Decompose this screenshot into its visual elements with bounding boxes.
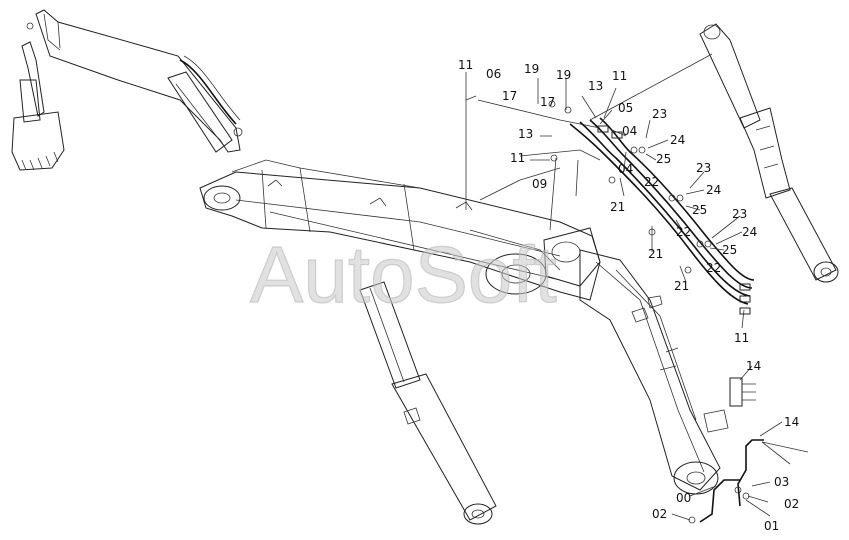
callout-11-top: 11 <box>458 58 473 72</box>
callout-25-b: 25 <box>692 203 707 217</box>
callout-02-b: 02 <box>784 497 799 511</box>
boom-assembly <box>199 159 729 495</box>
callout-25-a: 25 <box>656 152 671 166</box>
arm-cylinder-right <box>699 23 839 283</box>
callout-03: 03 <box>774 475 789 489</box>
callout-24-c: 24 <box>742 225 757 239</box>
callout-17-b: 17 <box>540 95 555 109</box>
callout-13-mid: 13 <box>518 127 533 141</box>
callout-labels: 11 06 19 19 13 11 17 17 05 23 13 04 24 1… <box>458 58 799 533</box>
callout-00: 00 <box>676 491 691 505</box>
callout-19-b: 19 <box>556 68 571 82</box>
callout-23-a: 23 <box>652 107 667 121</box>
leader-lines <box>465 72 783 521</box>
excavator-overview <box>11 9 243 171</box>
callout-23-c: 23 <box>732 207 747 221</box>
callout-13-top: 13 <box>588 79 603 93</box>
callout-21-a: 21 <box>610 200 625 214</box>
callout-25-c: 25 <box>722 243 737 257</box>
hose-routing <box>465 53 755 315</box>
boom-cylinder-left <box>359 281 497 525</box>
callout-04-a: 04 <box>622 124 637 138</box>
callout-22-b: 22 <box>676 225 691 239</box>
callout-17-a: 17 <box>502 89 517 103</box>
callout-22-c: 22 <box>706 261 721 275</box>
callout-19-a: 19 <box>524 62 539 76</box>
callout-24-b: 24 <box>706 183 721 197</box>
callout-24-a: 24 <box>670 133 685 147</box>
callout-14-b: 14 <box>784 415 799 429</box>
callout-11-top2: 11 <box>612 69 627 83</box>
callout-22-a: 22 <box>644 175 659 189</box>
callout-11-mid: 11 <box>510 151 525 165</box>
callout-11-bot: 11 <box>734 331 749 345</box>
callout-14-a: 14 <box>746 359 761 373</box>
callout-01: 01 <box>764 519 779 533</box>
callout-23-b: 23 <box>696 161 711 175</box>
callout-04-b: 04 <box>618 162 633 176</box>
callout-06: 06 <box>486 67 501 81</box>
callout-21-b: 21 <box>648 247 663 261</box>
lube-pipe-detail <box>688 377 809 524</box>
watermark-text: AutoSoft <box>250 230 557 319</box>
callout-05: 05 <box>618 101 633 115</box>
callout-09: 09 <box>532 177 547 191</box>
callout-21-c: 21 <box>674 279 689 293</box>
callout-02-a: 02 <box>652 507 667 521</box>
